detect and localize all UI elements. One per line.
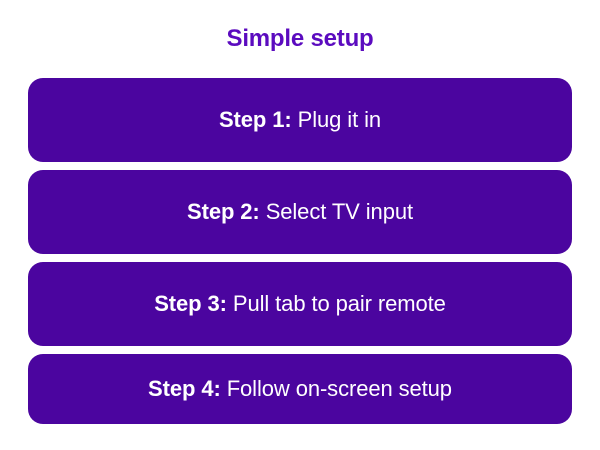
step-label-1: Step 1: bbox=[218, 106, 292, 132]
step-text-2: Step 2: Select TV input bbox=[187, 198, 413, 224]
step-description-3: Pull tab to pair remote bbox=[232, 290, 446, 316]
step-card-4: Step 4: Follow on-screen setup bbox=[28, 354, 572, 424]
step-text-3: Step 3: Pull tab to pair remote bbox=[154, 290, 446, 316]
step-description-4: Follow on-screen setup bbox=[226, 375, 452, 401]
step-label-3: Step 3: bbox=[154, 290, 227, 316]
step-description-2: Select TV input bbox=[265, 198, 413, 224]
step-card-1: Step 1: Plug it in bbox=[28, 78, 572, 162]
step-card-2: Step 2: Select TV input bbox=[28, 170, 572, 254]
step-label-4: Step 4: bbox=[148, 375, 221, 401]
step-list: Step 1: Plug it in Step 2: Select TV inp… bbox=[28, 78, 572, 424]
step-text-1: Step 1: Plug it in bbox=[218, 106, 382, 132]
step-text-4: Step 4: Follow on-screen setup bbox=[148, 375, 452, 401]
step-description-1: Plug it in bbox=[297, 106, 382, 132]
step-card-3: Step 3: Pull tab to pair remote bbox=[28, 262, 572, 346]
page-title: Simple setup bbox=[226, 25, 374, 52]
step-label-2: Step 2: bbox=[187, 198, 260, 224]
